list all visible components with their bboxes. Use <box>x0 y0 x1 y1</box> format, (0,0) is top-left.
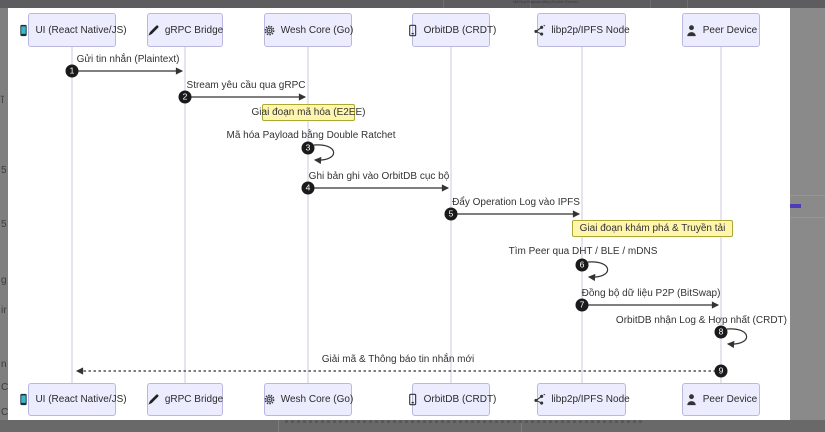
actor-label: libp2p/IPFS Node <box>551 394 630 405</box>
step-badge: 7 <box>575 298 589 312</box>
person-icon <box>685 24 698 37</box>
left-edge-fragment: g <box>1 275 7 286</box>
top-bar-divider <box>687 0 688 8</box>
network-icon <box>533 24 546 37</box>
note-discovery-phase: Giai đoạn khám phá & Truyền tải <box>572 220 733 237</box>
left-edge-fragment: 5 <box>1 165 7 176</box>
message-label-9: Giải mã & Thông báo tin nhắn mới <box>321 354 475 365</box>
clipped-left-edge: ĩ 5 5 g ir n C C <box>0 8 8 420</box>
actor-peer-top: Peer Device <box>682 13 760 47</box>
actor-wesh-bottom: Wesh Core (Go) <box>263 383 354 416</box>
step-badge: 9 <box>714 364 728 378</box>
message-label-8: OrbitDB nhận Log & Hợp nhất (CRDT) <box>615 315 787 326</box>
step-badge: 3 <box>301 141 315 155</box>
step-badge: 8 <box>714 325 728 339</box>
left-edge-fragment: ĩ <box>1 95 4 106</box>
actor-label: OrbitDB (CRDT) <box>423 24 497 36</box>
message-label-2: Stream yêu cầu qua gRPC <box>186 80 306 91</box>
clipped-text-fragment: Mã hóa Payload bằng Double Ratchet <box>513 0 579 4</box>
device-icon <box>406 24 419 37</box>
actor-label: Wesh Core (Go) <box>280 24 354 36</box>
pen-icon <box>147 393 160 406</box>
step-badge: 2 <box>178 90 192 104</box>
pen-icon <box>147 24 160 37</box>
clipped-right-edge <box>790 8 825 420</box>
actor-grpc-bottom: gRPC Bridge <box>147 383 223 416</box>
bottom-bar-divider <box>521 420 522 432</box>
message-label-6: Tìm Peer qua DHT / BLE / mDNS <box>508 246 658 257</box>
actor-label: OrbitDB (CRDT) <box>423 394 497 405</box>
actor-ui-bottom: UI (React Native/JS) <box>20 383 127 416</box>
clipped-text-smear <box>285 420 645 423</box>
gear-icon <box>263 24 276 37</box>
left-edge-fragment: 5 <box>1 219 7 230</box>
message-label-3: Mã hóa Payload bằng Double Ratchet <box>226 130 396 141</box>
left-edge-fragment: ir <box>1 305 7 316</box>
actor-label: gRPC Bridge <box>164 24 224 36</box>
message-label-7: Đồng bộ dữ liệu P2P (BitSwap) <box>581 288 721 299</box>
message-label-4: Ghi bản ghi vào OrbitDB cục bộ <box>308 171 450 182</box>
actor-label: UI (React Native/JS) <box>35 394 127 405</box>
actor-label: gRPC Bridge <box>164 394 224 405</box>
actor-libp2p-top: libp2p/IPFS Node <box>534 13 630 47</box>
actor-wesh-top: Wesh Core (Go) <box>263 13 354 47</box>
actor-orbitdb-top: OrbitDB (CRDT) <box>408 13 496 47</box>
actor-label: libp2p/IPFS Node <box>551 24 630 36</box>
step-badge: 5 <box>444 207 458 221</box>
message-label-1: Gửi tin nhắn (Plaintext) <box>76 54 180 65</box>
actor-grpc-top: gRPC Bridge <box>147 13 223 47</box>
clipped-bottom-bar <box>0 420 825 432</box>
left-edge-fragment: C <box>1 407 8 418</box>
actor-peer-bottom: Peer Device <box>682 383 760 416</box>
person-icon <box>685 393 698 406</box>
network-icon <box>533 393 546 406</box>
diagram-canvas <box>8 8 790 420</box>
actor-label: Peer Device <box>702 24 758 36</box>
step-badge: 6 <box>575 258 589 272</box>
actor-ui-top: UI (React Native/JS) <box>20 13 127 47</box>
top-bar-divider <box>650 0 651 8</box>
selection-accent-dash <box>790 204 801 208</box>
bottom-bar-divider <box>278 420 279 432</box>
phone-icon <box>17 24 30 37</box>
step-badge: 4 <box>301 181 315 195</box>
top-bar-divider <box>443 0 444 8</box>
actor-label: Peer Device <box>702 394 758 405</box>
clipped-top-bar: Mã hóa Payload bằng Double Ratchet <box>0 0 825 8</box>
step-badge: 1 <box>65 64 79 78</box>
left-edge-fragment: n <box>1 359 7 370</box>
actor-libp2p-bottom: libp2p/IPFS Node <box>534 383 630 416</box>
actor-label: UI (React Native/JS) <box>35 24 127 36</box>
gear-icon <box>263 393 276 406</box>
message-label-5: Đẩy Operation Log vào IPFS <box>452 197 580 208</box>
left-edge-fragment: C <box>1 382 8 393</box>
actor-orbitdb-bottom: OrbitDB (CRDT) <box>408 383 496 416</box>
note-encryption-phase: Giai đoạn mã hóa (E2EE) <box>252 104 365 121</box>
right-edge-line <box>790 195 825 196</box>
device-icon <box>406 393 419 406</box>
phone-icon <box>17 393 30 406</box>
actor-label: Wesh Core (Go) <box>280 394 354 405</box>
right-edge-line <box>790 217 825 218</box>
top-bar-divider <box>530 0 531 8</box>
